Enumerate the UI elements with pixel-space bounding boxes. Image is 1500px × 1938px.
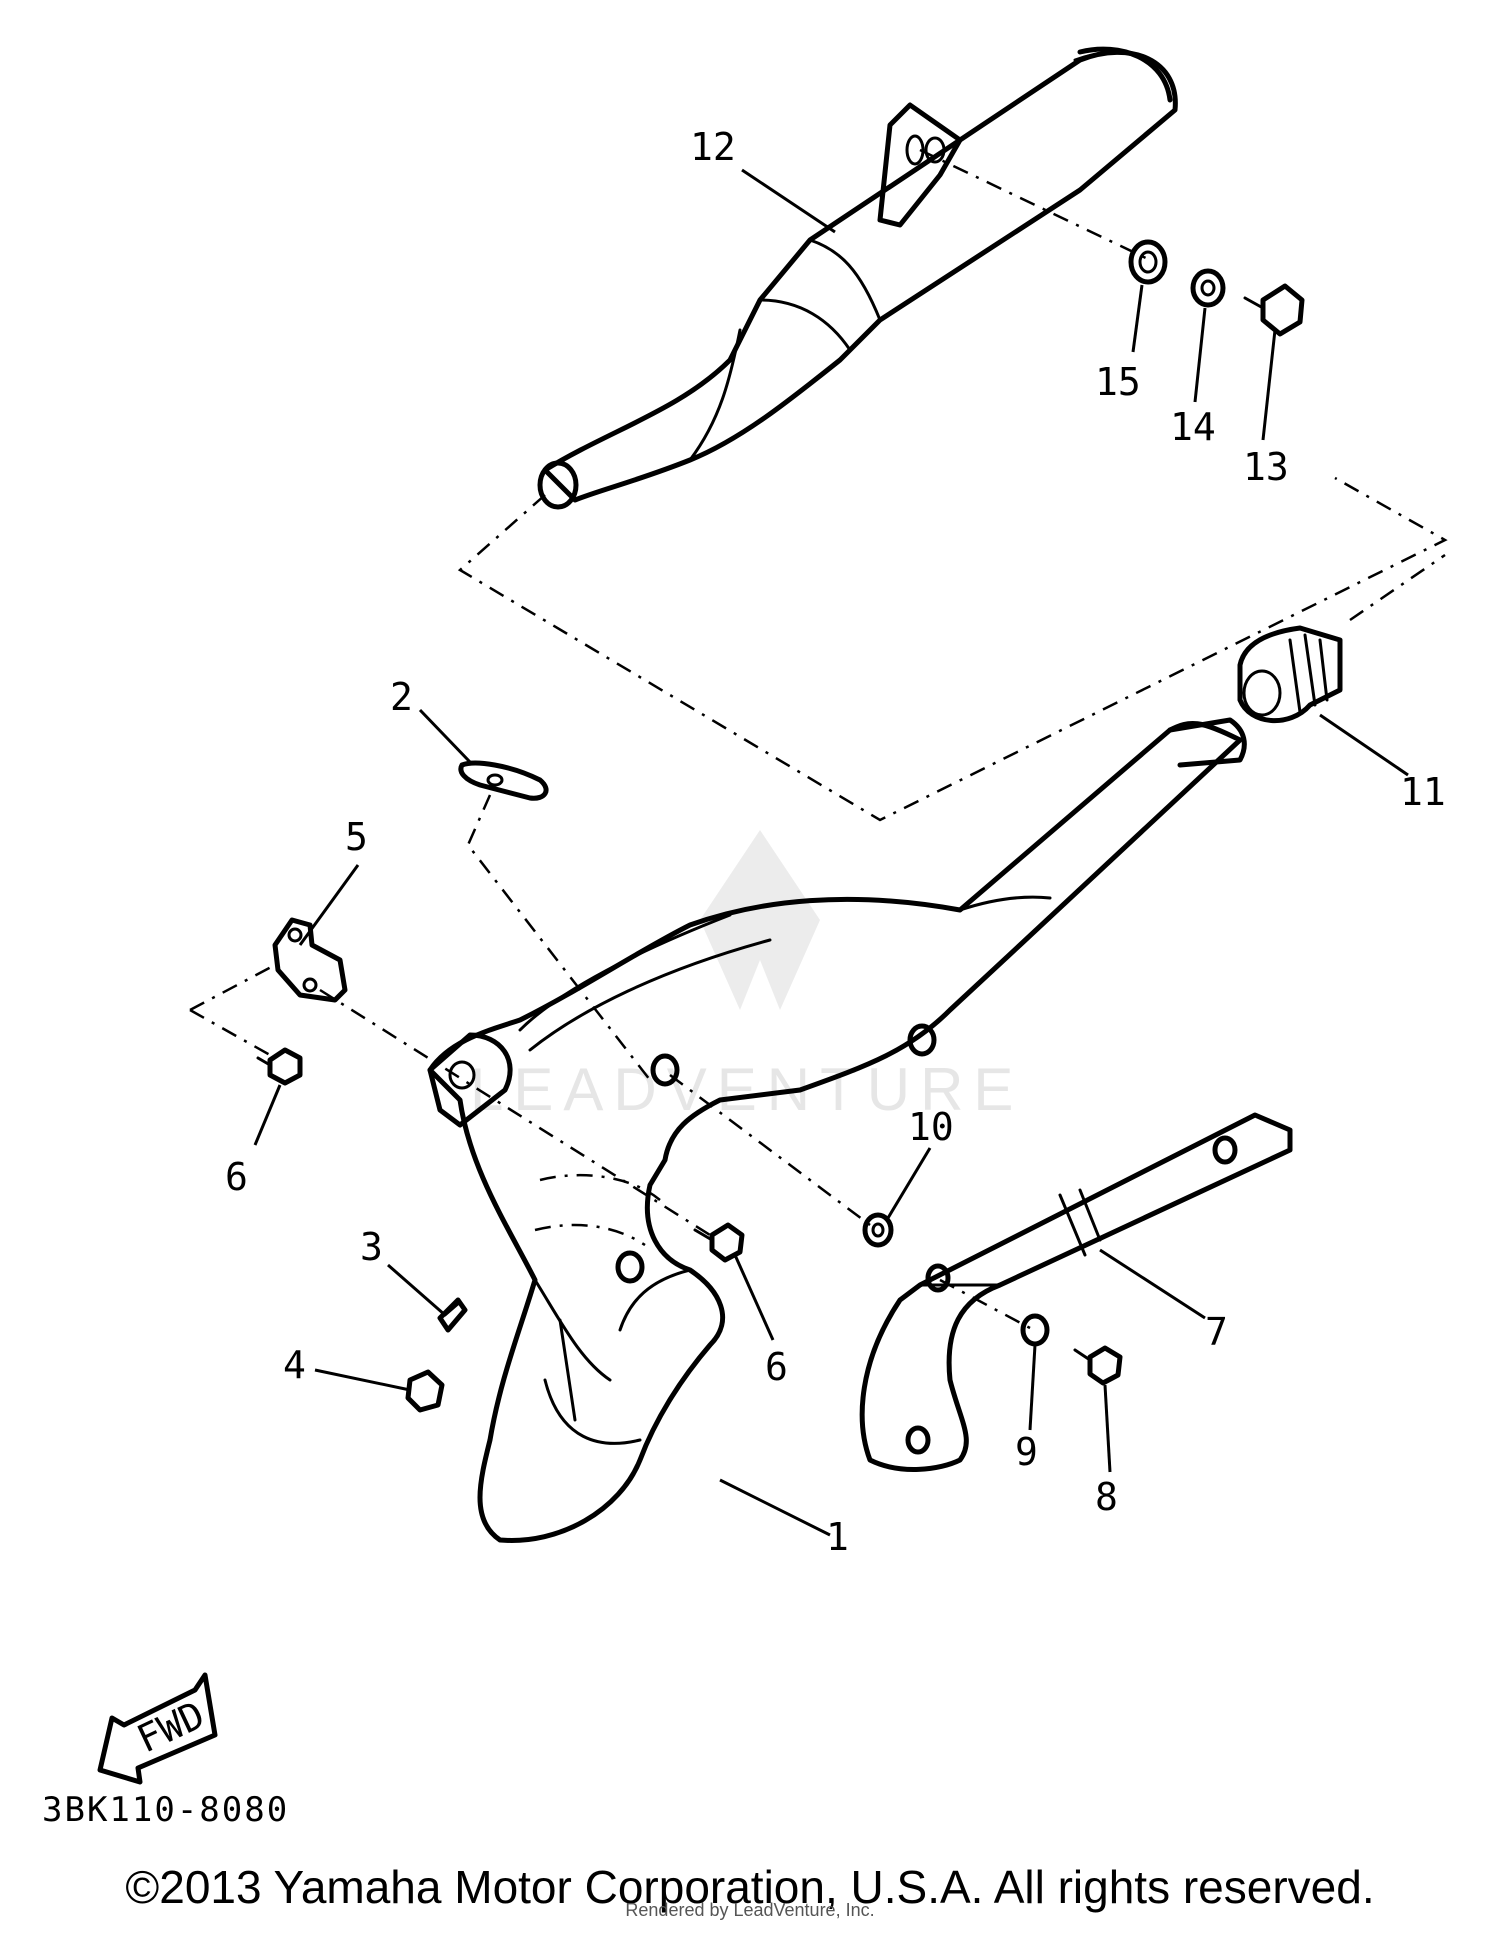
part-1-exhaust-pipe[interactable] [427,717,1247,1543]
part-8-bolt[interactable] [1073,1345,1123,1386]
axis-5-6 [189,963,276,1012]
part-7-protector[interactable] [859,1112,1293,1472]
callout-9: 9 [1015,1430,1038,1474]
callout-10: 10 [908,1105,954,1149]
fwd-arrow-icon: FWD [97,1672,218,1785]
callout-7: 7 [1205,1310,1228,1354]
rendered-by-note: Rendered by LeadVenture, Inc. [625,1900,875,1920]
part-14-collar[interactable] [1190,268,1226,308]
callout-12: 12 [690,125,736,169]
axis-flange [319,988,711,1237]
callout-1: 1 [826,1515,849,1559]
part-2-gasket[interactable] [458,760,549,801]
part-15-grommet[interactable] [1128,239,1168,285]
watermark: LEADVENTURE [470,830,1023,1123]
axis-10 [669,1074,871,1226]
axis-9 [939,1278,1031,1330]
callout-labels: 1 2 3 4 5 6 6 7 8 9 10 11 12 13 14 15 [225,125,1446,1559]
part-4-nut[interactable] [405,1369,445,1413]
callout-13: 13 [1243,445,1289,489]
callout-11: 11 [1400,770,1446,814]
copyright-notice: ©2013 Yamaha Motor Corporation, U.S.A. A… [125,1861,1375,1913]
callout-15: 15 [1095,360,1141,404]
callout-4: 4 [283,1343,306,1387]
axis-11 [1349,553,1446,622]
part-6-bolt-left[interactable] [256,1047,303,1086]
callout-2: 2 [390,675,413,719]
part-13-bolt[interactable] [1243,283,1305,337]
part-3-stud[interactable] [437,1297,468,1333]
assembly-dashed-box [457,476,1448,822]
callout-3: 3 [360,1225,383,1269]
callout-6-right: 6 [765,1345,788,1389]
part-5-bracket[interactable] [272,917,348,1003]
watermark-text: LEADVENTURE [470,1056,1023,1123]
diagram-code: 3BK110-8080 [42,1790,290,1830]
part-11-joint-spring[interactable] [1237,625,1343,723]
callout-leaders [253,168,1409,1537]
bolt-axis-12 [919,148,1151,262]
fwd-label: FWD [130,1693,211,1762]
part-6-bolt-right[interactable] [693,1222,745,1263]
axis-2 [466,794,651,1081]
part-12-silencer[interactable] [537,46,1178,510]
axis-5 [189,1008,271,1057]
part-9-washer[interactable] [1020,1313,1050,1347]
part-10-washer[interactable] [862,1212,894,1248]
callout-14: 14 [1170,405,1216,449]
callout-8: 8 [1095,1475,1118,1519]
callout-6-left: 6 [225,1155,248,1199]
callout-5: 5 [345,815,368,859]
